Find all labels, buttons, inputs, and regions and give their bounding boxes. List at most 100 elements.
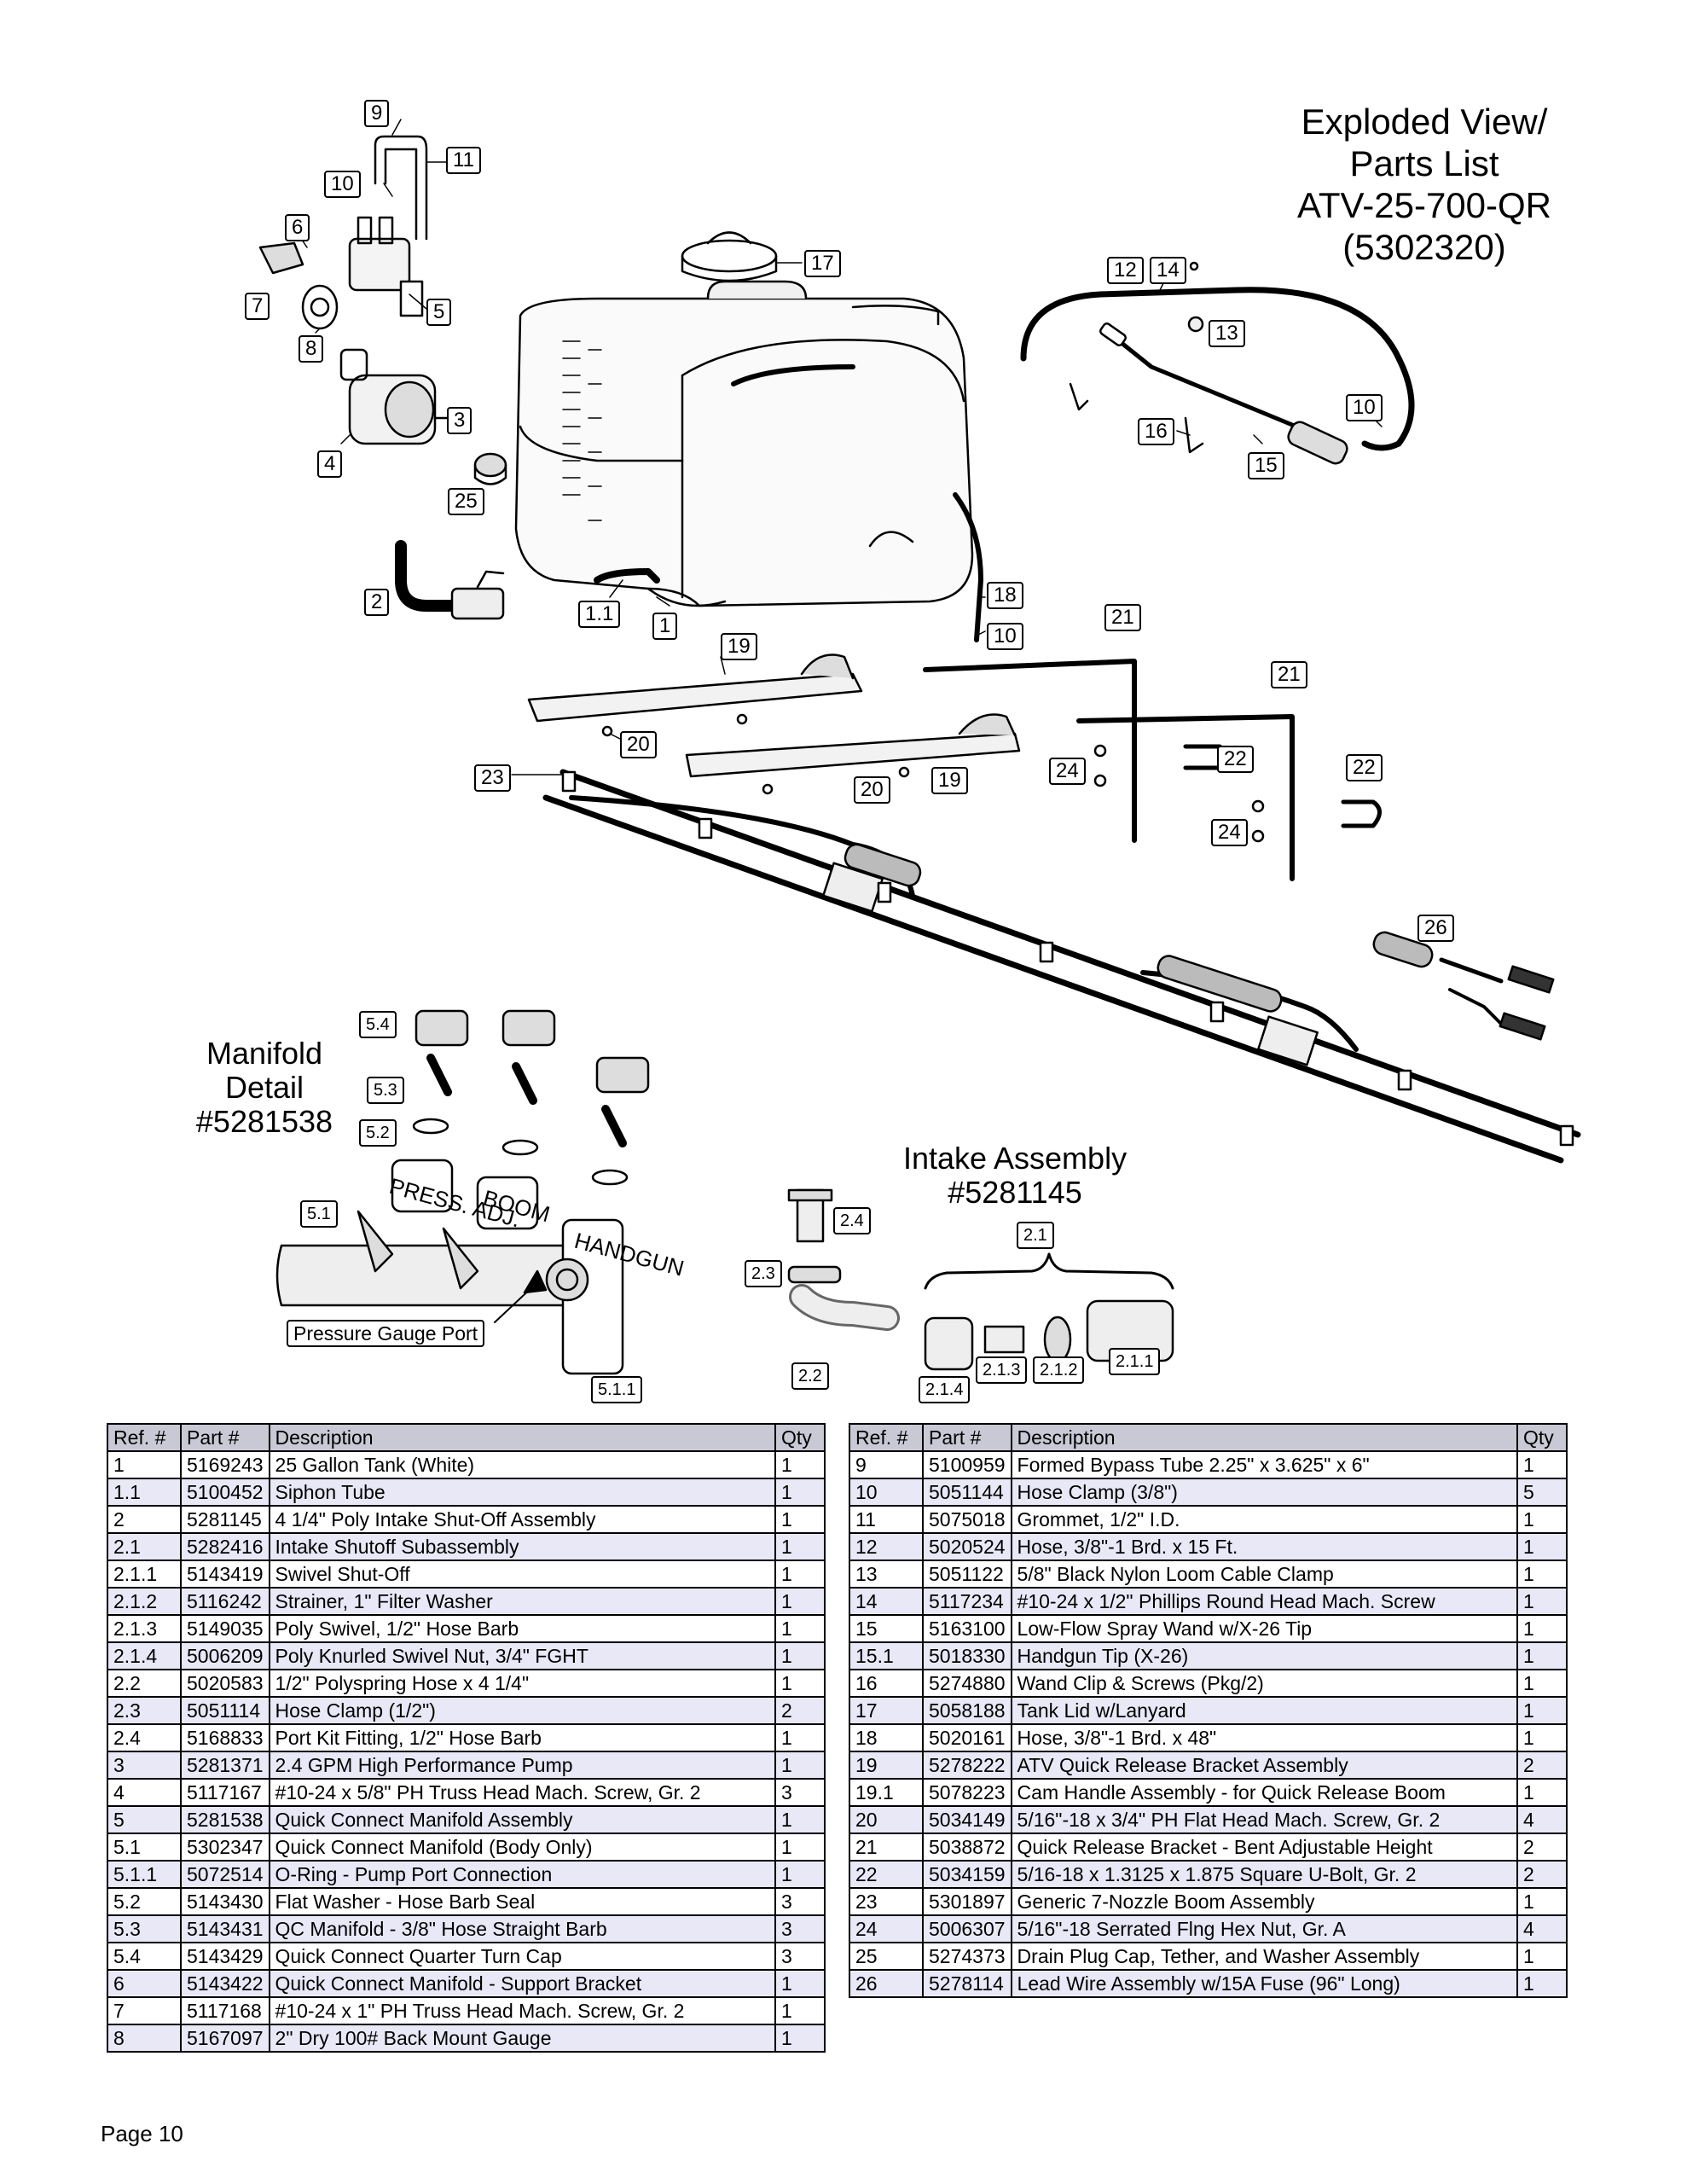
cell-part-number: 5116242 (180, 1587, 270, 1616)
callout-17: 17 (804, 250, 841, 277)
callout-6: 6 (285, 214, 310, 241)
col-qty: Qty (1516, 1423, 1568, 1452)
cell-ref: 11 (849, 1505, 924, 1534)
cell-part-number: 5168833 (180, 1723, 270, 1752)
callout-10: 10 (324, 171, 361, 198)
callout-23: 23 (474, 764, 511, 792)
cell-part-number: 5051114 (180, 1696, 270, 1725)
cell-qty: 1 (774, 1478, 826, 1507)
cell-description: Hose, 3/8"-1 Brd. x 48" (1010, 1723, 1519, 1752)
callout-25: 25 (448, 488, 484, 515)
cell-ref: 1 (107, 1450, 182, 1479)
callout-12: 12 (1107, 257, 1144, 284)
bypass-tube-illustration (374, 135, 428, 241)
cell-part-number: 5163100 (922, 1614, 1012, 1643)
cell-qty: 1 (1516, 1532, 1568, 1561)
cell-qty: 1 (1516, 1969, 1568, 1998)
cell-part-number: 5051144 (922, 1478, 1012, 1507)
cell-description: Cam Handle Assembly - for Quick Release … (1010, 1778, 1519, 1807)
cell-part-number: 5274880 (922, 1669, 1012, 1698)
cell-qty: 3 (774, 1778, 826, 1807)
callout-3: 3 (447, 407, 472, 434)
manifold-title-line-1: Manifold (206, 1036, 323, 1071)
cell-description: Siphon Tube (268, 1478, 777, 1507)
cell-description: 5/16"-18 x 3/4" PH Flat Head Mach. Screw… (1010, 1805, 1519, 1834)
cell-qty: 1 (774, 1505, 826, 1534)
cell-description: Grommet, 1/2" I.D. (1010, 1505, 1519, 1534)
callout-9: 9 (364, 100, 390, 127)
callout-2-1-1: 2.1.1 (1109, 1348, 1161, 1375)
cell-ref: 5 (107, 1805, 182, 1834)
cell-ref: 24 (849, 1914, 924, 1943)
cell-part-number: 5038872 (922, 1833, 1012, 1862)
hose-18-illustration (953, 492, 983, 642)
callout-1: 1 (652, 613, 678, 640)
cell-description: Quick Connect Quarter Turn Cap (268, 1942, 777, 1971)
callout-22: 22 (1217, 746, 1254, 773)
cell-ref: 1.1 (107, 1478, 182, 1507)
callout-19-b: 19 (931, 767, 968, 794)
cell-qty: 1 (774, 1587, 826, 1616)
cell-description: Hose Clamp (3/8") (1010, 1478, 1519, 1507)
cell-qty: 5 (1516, 1478, 1568, 1507)
cell-ref: 16 (849, 1669, 924, 1698)
cell-qty: 1 (774, 1969, 826, 1998)
title-line-1: Exploded View/ (1301, 102, 1548, 142)
spray-wand-illustration (1020, 261, 1415, 465)
siphon-tube-illustration (594, 568, 660, 584)
callout-2-2: 2.2 (791, 1362, 829, 1390)
cell-description: 5/8" Black Nylon Loom Cable Clamp (1010, 1560, 1519, 1589)
callout-2: 2 (364, 589, 390, 616)
cell-description: #10-24 x 1/2" Phillips Round Head Mach. … (1010, 1587, 1519, 1616)
callout-5-1-1: 5.1.1 (591, 1376, 643, 1403)
cell-part-number: 5034159 (922, 1860, 1012, 1889)
cell-part-number: 5281145 (180, 1505, 270, 1534)
callout-2-1-3: 2.1.3 (976, 1356, 1028, 1384)
cell-description: Intake Shutoff Subassembly (268, 1532, 777, 1561)
callout-16: 16 (1138, 418, 1174, 445)
cell-ref: 6 (107, 1969, 182, 1998)
cell-qty: 1 (1516, 1696, 1568, 1725)
cell-part-number: 5149035 (180, 1614, 270, 1643)
cell-part-number: 5302347 (180, 1833, 270, 1862)
cell-ref: 15 (849, 1614, 924, 1643)
callout-5-2: 5.2 (359, 1119, 397, 1147)
cell-part-number: 5274373 (922, 1942, 1012, 1971)
cell-part-number: 5281371 (180, 1751, 270, 1780)
cell-description: Port Kit Fitting, 1/2" Hose Barb (268, 1723, 777, 1752)
cell-description: 25 Gallon Tank (White) (268, 1450, 777, 1479)
cell-description: Flat Washer - Hose Barb Seal (268, 1887, 777, 1916)
cell-part-number: 5143419 (180, 1560, 270, 1589)
cell-ref: 5.1.1 (107, 1860, 182, 1889)
cell-part-number: 5051122 (922, 1560, 1012, 1589)
cell-qty: 1 (774, 1860, 826, 1889)
cell-description: Quick Connect Manifold - Support Bracket (268, 1969, 777, 1998)
callout-2-1: 2.1 (1017, 1222, 1054, 1249)
col-description: Description (1010, 1423, 1519, 1452)
cell-description: Quick Connect Manifold Assembly (268, 1805, 777, 1834)
cell-ref: 4 (107, 1778, 182, 1807)
cell-qty: 1 (1516, 1505, 1568, 1534)
